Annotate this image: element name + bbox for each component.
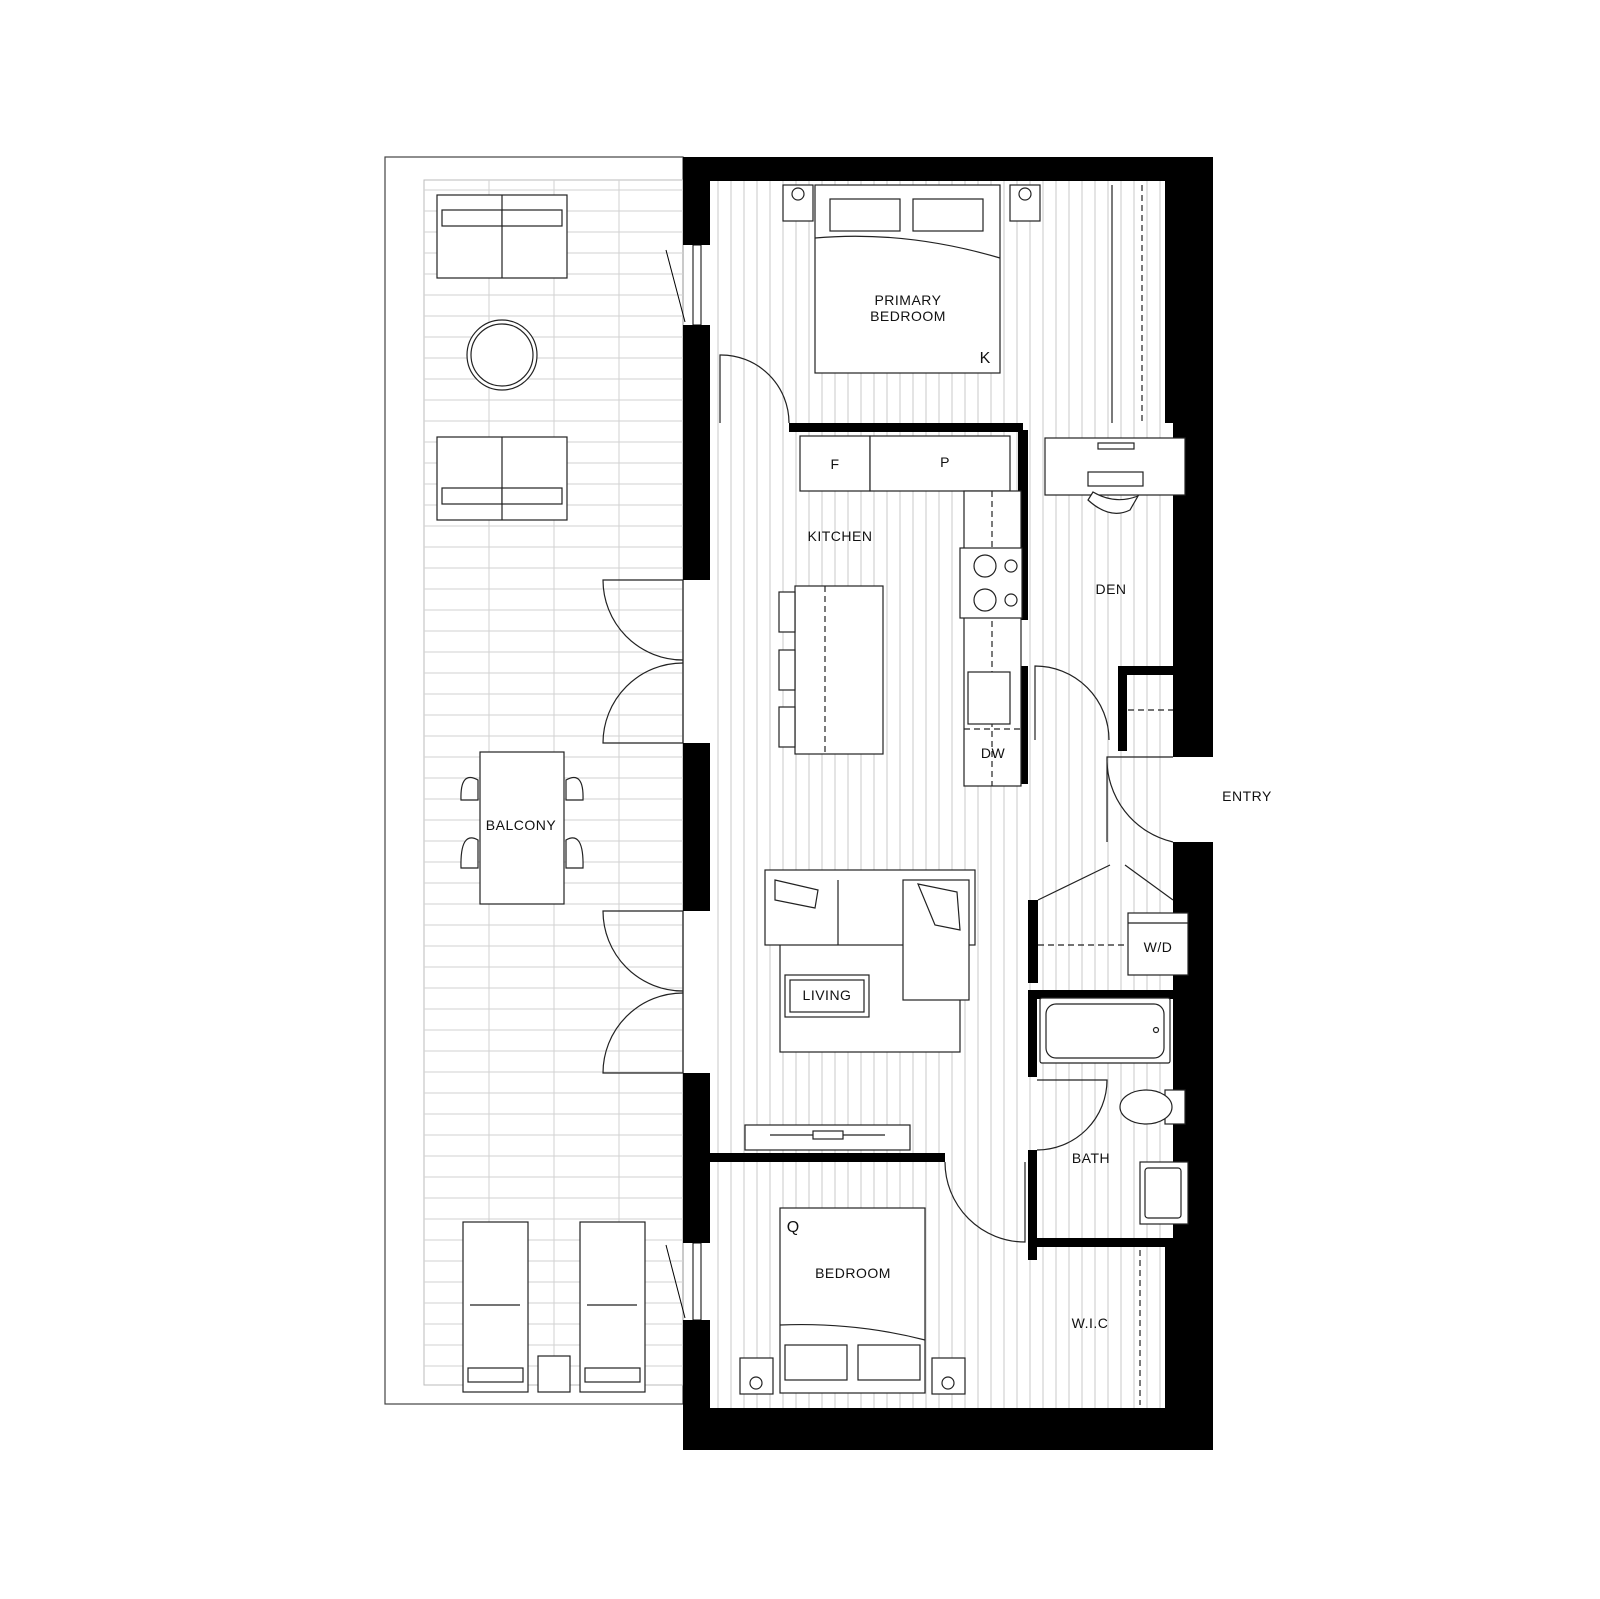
label-living: LIVING bbox=[803, 987, 852, 1003]
room-labels: PRIMARY BEDROOM K F P KITCHEN DEN DW ENT… bbox=[486, 292, 1272, 1331]
label-walk-in-closet: W.I.C bbox=[1072, 1315, 1109, 1331]
den-desk bbox=[1044, 437, 1186, 514]
primary-bed bbox=[782, 184, 1041, 374]
bathroom-fixtures bbox=[1039, 997, 1189, 1225]
interior-doors bbox=[719, 354, 1174, 1243]
label-entry: ENTRY bbox=[1222, 788, 1272, 804]
walls bbox=[683, 157, 1213, 1450]
balcony-doors bbox=[602, 579, 684, 1074]
kitchen-cabinets bbox=[799, 435, 1023, 787]
label-bed-size-primary: K bbox=[980, 350, 991, 367]
label-pantry: P bbox=[940, 454, 950, 470]
windows bbox=[665, 244, 702, 1321]
bedroom-bed bbox=[739, 1207, 966, 1395]
label-primary-bedroom-line2: BEDROOM bbox=[870, 308, 946, 324]
living-furniture bbox=[744, 869, 976, 1151]
label-bed-size-bedroom: Q bbox=[787, 1219, 799, 1236]
label-kitchen: KITCHEN bbox=[808, 528, 873, 544]
primary-closet bbox=[1111, 185, 1143, 423]
label-bedroom: BEDROOM bbox=[815, 1265, 891, 1281]
label-bath: BATH bbox=[1072, 1150, 1110, 1166]
floor-hatch bbox=[717, 181, 1161, 1408]
label-washer-dryer: W/D bbox=[1144, 939, 1173, 955]
label-fridge: F bbox=[830, 456, 839, 472]
label-dishwasher: DW bbox=[981, 745, 1006, 761]
label-primary-bedroom-line1: PRIMARY bbox=[874, 292, 941, 308]
balcony-furniture bbox=[436, 194, 646, 1393]
label-balcony: BALCONY bbox=[486, 817, 557, 833]
label-den: DEN bbox=[1095, 581, 1126, 597]
kitchen-island bbox=[778, 585, 884, 755]
laundry bbox=[1038, 709, 1189, 976]
